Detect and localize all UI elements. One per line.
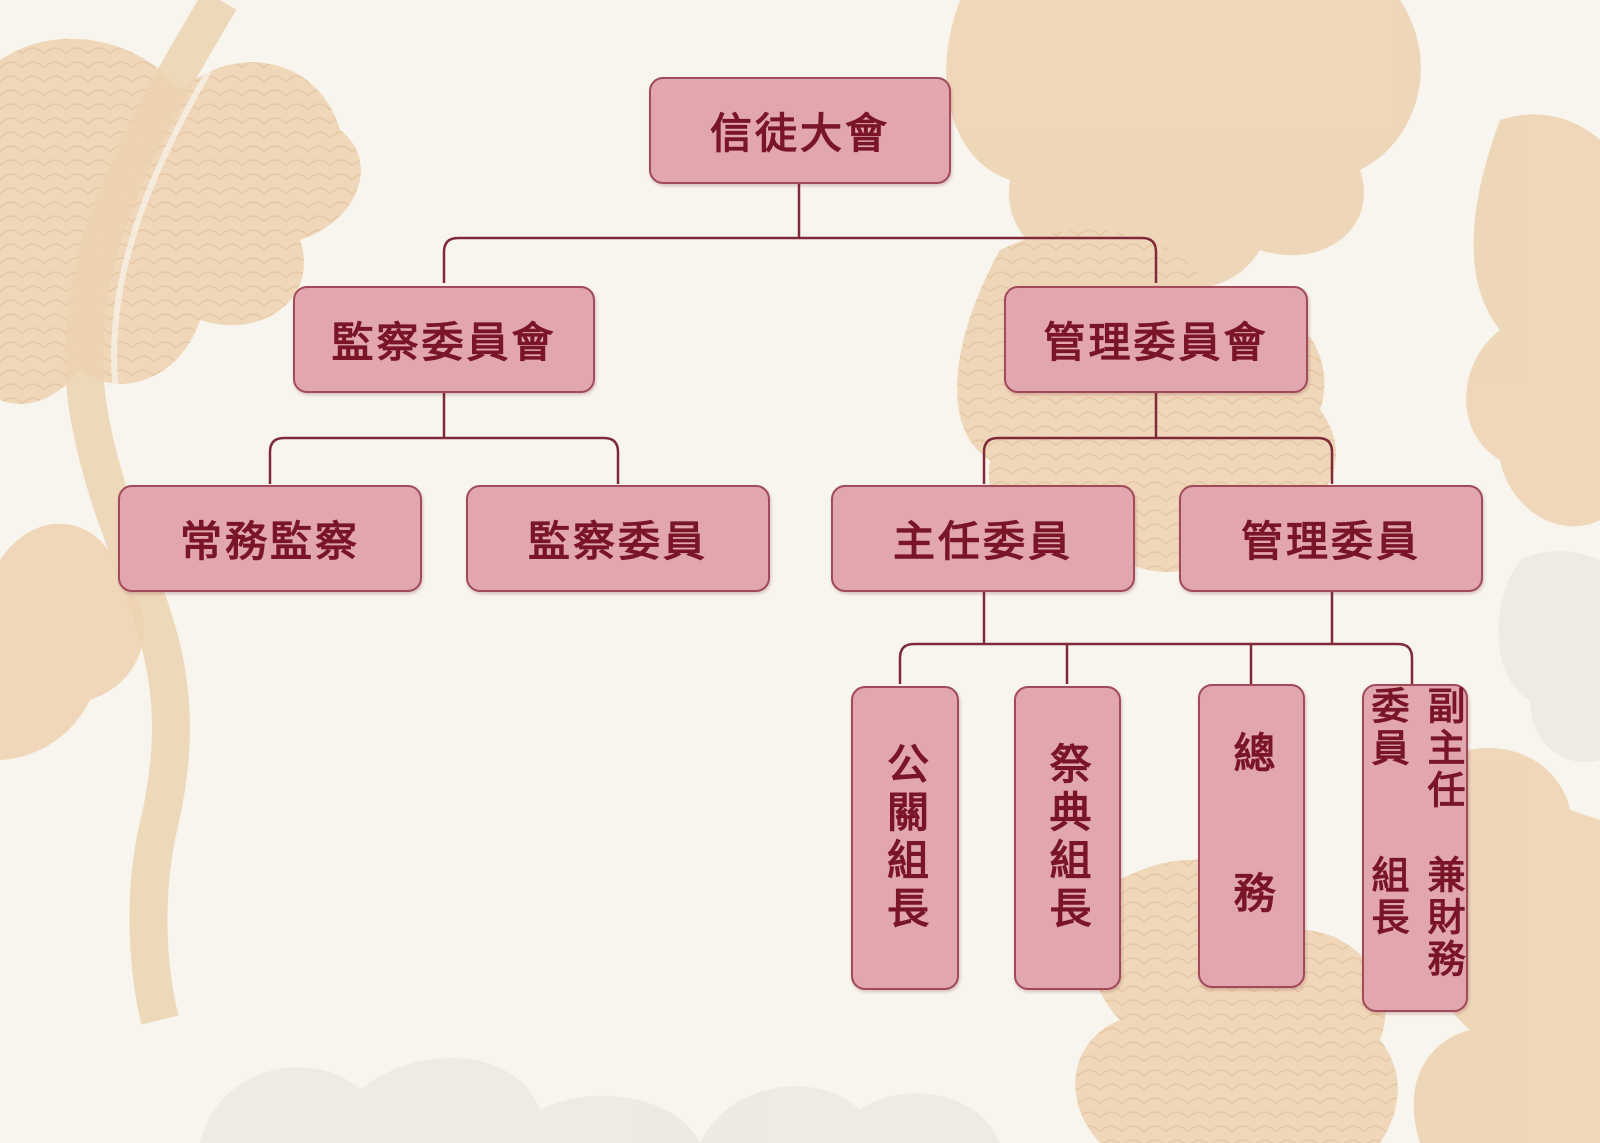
connector-management-branch	[982, 393, 1334, 484]
node-chair[interactable]: 主任委員	[831, 485, 1135, 592]
node-vice-chair-label-line1: 副主任委員	[1365, 686, 1466, 812]
node-general-affairs-label: 總 務	[1227, 731, 1276, 941]
node-vice-chair-label-line2: 兼財務組長	[1365, 855, 1466, 981]
node-supervisor[interactable]: 監察委員	[466, 485, 770, 592]
node-pr-leader[interactable]: 公關組長	[851, 686, 959, 990]
node-vice-chair[interactable]: 副主任委員 兼財務組長	[1362, 684, 1468, 1012]
node-ritual-leader-label: 祭典組長	[1043, 742, 1092, 934]
node-ritual-leader[interactable]: 祭典組長	[1014, 686, 1121, 990]
connector-level3-mids	[1065, 644, 1253, 684]
node-chair-label: 主任委員	[892, 517, 1073, 566]
node-management-committee-label: 管理委員會	[1043, 318, 1269, 367]
node-believers-assembly-label: 信徒大會	[709, 109, 890, 158]
node-standing-supervisor[interactable]: 常務監察	[118, 485, 422, 592]
node-standing-supervisor-label: 常務監察	[179, 517, 360, 566]
node-pr-leader-label: 公關組長	[880, 742, 930, 934]
node-supervisory-committee-label: 監察委員會	[331, 318, 557, 367]
node-manager[interactable]: 管理委員	[1179, 485, 1483, 592]
node-general-affairs[interactable]: 總 務	[1198, 684, 1305, 988]
node-supervisory-committee[interactable]: 監察委員會	[293, 286, 595, 393]
node-supervisor-label: 監察委員	[527, 517, 708, 566]
connector-supervisory-branch	[268, 393, 620, 484]
node-management-committee[interactable]: 管理委員會	[1004, 286, 1308, 393]
node-manager-label: 管理委員	[1240, 517, 1421, 566]
connector-level3-bar	[898, 642, 1414, 684]
node-believers-assembly[interactable]: 信徒大會	[649, 77, 951, 184]
connector-level1-bar	[442, 236, 1158, 283]
connector-level3-drops	[982, 592, 1334, 644]
